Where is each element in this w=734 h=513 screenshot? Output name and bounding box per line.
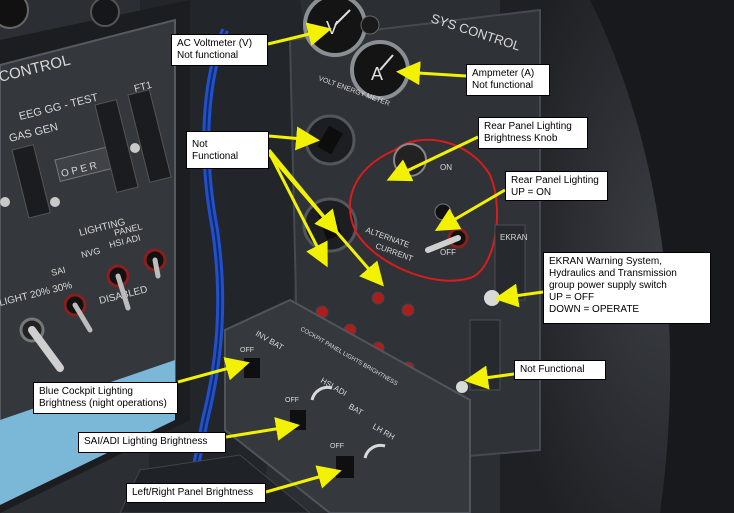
cockpit-brightness-panel — [224, 298, 471, 513]
callout-ekran-line2: Hydraulics and Transmission — [549, 268, 677, 279]
label-off-1: OFF — [240, 347, 254, 354]
voltmeter-selector-knob[interactable] — [317, 125, 343, 155]
callout-ac-voltmeter: AC Voltmeter (V) Not functional — [171, 34, 268, 66]
rear-lighting-knob[interactable] — [393, 143, 427, 177]
callout-ekran-line4: UP = OFF — [549, 292, 595, 303]
arrow-ac-voltmeter — [267, 22, 332, 46]
arrow-nf-lower — [267, 151, 328, 268]
arrow-rear-switch — [434, 188, 506, 232]
callout-not-functional-single-line1: Not Functional — [520, 364, 585, 375]
lr-panel-brightness-knob[interactable] — [336, 456, 354, 478]
callout-blue-cockpit-line2: Brightness (night operations) — [39, 398, 167, 409]
rear-lighting-switch-base[interactable] — [434, 203, 452, 221]
breaker-8[interactable] — [371, 291, 385, 305]
switch-guard-3[interactable] — [127, 89, 172, 183]
guard-screw — [130, 143, 140, 153]
arrow-rear-knob — [386, 135, 479, 182]
not-functional-switch[interactable] — [456, 381, 468, 393]
ampmeter-needle — [379, 54, 394, 71]
top-left-knob — [90, 0, 120, 27]
callout-not-functional-group-line2: Functional — [192, 151, 239, 162]
lr-knob-arc — [363, 443, 386, 459]
callout-not-functional-single: Not Functional — [514, 360, 606, 380]
callout-sai-adi-line1: SAI/ADI Lighting Brightness — [84, 436, 208, 447]
sai-knob-arc — [310, 385, 333, 401]
hsi-toggle-lever[interactable] — [152, 257, 161, 279]
blue-cockpit-brightness-knob[interactable] — [244, 358, 260, 378]
blue-lighting-lever[interactable] — [28, 326, 64, 372]
label-nvg: NVG — [80, 246, 101, 260]
label-off-2: OFF — [285, 397, 299, 404]
switch-guard-1[interactable] — [11, 144, 51, 219]
callout-ekran-line3: group power supply switch — [549, 280, 667, 291]
switch-guard-2[interactable] — [94, 99, 139, 193]
callout-ac-voltmeter-line1: AC Voltmeter (V) — [177, 38, 253, 49]
callout-rear-lighting-knob: Rear Panel Lighting Brightness Knob — [478, 117, 588, 149]
voltmeter-face-label: V — [326, 18, 338, 38]
seat-shadow — [590, 0, 734, 513]
callout-left-right-panel: Left/Right Panel Brightness — [126, 483, 266, 503]
callout-ac-voltmeter-line2: Not functional — [177, 50, 239, 61]
callout-rear-lighting-knob-line2: Brightness Knob — [484, 133, 558, 144]
label-on: ON — [440, 163, 452, 172]
arrow-sai-adi — [225, 417, 300, 441]
arrow-ampmeter — [396, 61, 467, 86]
rear-lighting-switch-lever[interactable] — [425, 235, 461, 253]
arrow-nf-gauge — [267, 153, 384, 287]
callout-blue-cockpit: Blue Cockpit Lighting Brightness (night … — [33, 382, 178, 414]
ekran-switch-toggle[interactable] — [484, 290, 500, 306]
sai-toggle-lever[interactable] — [72, 302, 93, 333]
toggle-knob-2[interactable] — [0, 197, 10, 207]
arrow-blue-cockpit — [177, 357, 250, 384]
callout-left-right-panel-line1: Left/Right Panel Brightness — [132, 487, 254, 498]
label-ekran: EKRAN — [500, 233, 528, 242]
arrow-ekran — [494, 283, 544, 308]
rear-panel-highlight-ring — [349, 138, 499, 282]
callout-ekran-line1: EKRAN Warning System, — [549, 256, 662, 267]
callout-not-functional-group-line1: Not — [192, 139, 208, 150]
callout-rear-lighting-knob-line1: Rear Panel Lighting — [484, 121, 572, 132]
callout-ampmeter-line2: Not functional — [472, 80, 534, 91]
callout-ekran-line5: DOWN = OPERATE — [549, 304, 640, 315]
arrow-not-functional — [464, 365, 515, 390]
gauge-screw — [360, 15, 380, 35]
voltmeter-needle — [334, 9, 351, 26]
toggle-knob-1[interactable] — [50, 197, 60, 207]
callout-ampmeter-line1: Ampmeter (A) — [472, 68, 535, 79]
ampmeter-face-label: A — [371, 64, 383, 84]
breaker-7[interactable] — [401, 303, 415, 317]
callout-ekran: EKRAN Warning System, Hydraulics and Tra… — [543, 252, 711, 324]
arrow-left-right-panel — [265, 465, 342, 494]
arrow-nf-dial-top — [268, 126, 320, 151]
callout-not-functional-group: Not Functional — [186, 131, 269, 169]
callout-rear-lighting-switch-line1: Rear Panel Lighting — [511, 175, 599, 186]
nvg-toggle-lever[interactable] — [115, 273, 131, 311]
label-off: OFF — [440, 248, 456, 257]
callout-ampmeter: Ampmeter (A) Not functional — [466, 64, 550, 96]
callout-rear-lighting-switch-line2: UP = ON — [511, 187, 552, 198]
label-off-3: OFF — [330, 443, 344, 450]
top-left-gauge — [0, 0, 29, 29]
callout-rear-lighting-switch: Rear Panel Lighting UP = ON — [505, 171, 608, 201]
callout-blue-cockpit-line1: Blue Cockpit Lighting — [39, 386, 133, 397]
label-aux-sai: SAI — [50, 265, 67, 278]
callout-sai-adi: SAI/ADI Lighting Brightness — [78, 432, 226, 453]
